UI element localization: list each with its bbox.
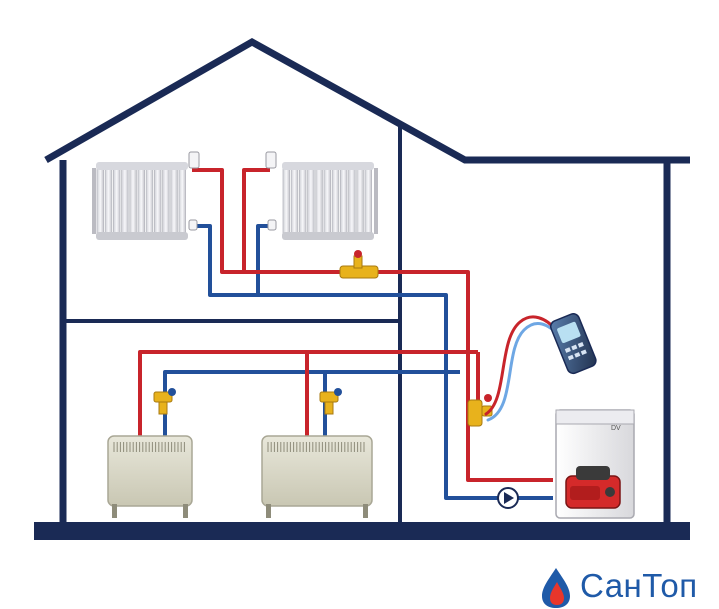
radiator-fin [282,165,290,237]
convector-heater-left [107,435,193,518]
radiator-fin [348,165,356,237]
measurement-valve [467,394,493,427]
radiator-right [282,162,378,240]
burner-icon [565,466,621,509]
radiator-fin [145,165,154,237]
balancing-valve-icon [339,250,379,279]
convector-heater-right [261,435,373,518]
circulation-pump-icon [497,487,519,509]
brand-name: СанТоп [580,567,698,604]
floor-slab [34,522,690,540]
measuring-hoses [484,315,562,422]
measuring-device-icon [549,313,597,375]
thermostatic-valve-icon [188,151,277,231]
radiator-fin [153,165,162,237]
radiator-fin [178,165,186,237]
convector-valves [153,388,342,415]
radiator-fin [170,165,178,237]
radiator-fin [129,165,137,237]
radiator-fin [104,165,113,237]
radiator-fin [315,165,323,237]
boiler-label: DV [611,425,621,432]
radiator-fin [323,165,331,237]
radiator-fin [162,165,170,237]
radiator-left [92,162,188,240]
radiator-fin [339,165,348,237]
radiator-fin [121,165,129,237]
house-outline-icon [44,37,690,522]
radiator-fin [307,165,315,237]
radiator-fin [298,165,307,237]
radiator-fin [356,165,364,237]
radiator-fin [364,165,372,237]
radiator-fin [113,165,121,237]
brand-logo: СанТоп [574,566,698,606]
radiator-fin [331,165,340,237]
return-pipes [163,224,553,500]
radiator-fin [290,165,299,237]
water-drop-flame-icon [542,568,570,608]
radiator-fin [137,165,145,237]
radiator-fin [96,165,104,237]
